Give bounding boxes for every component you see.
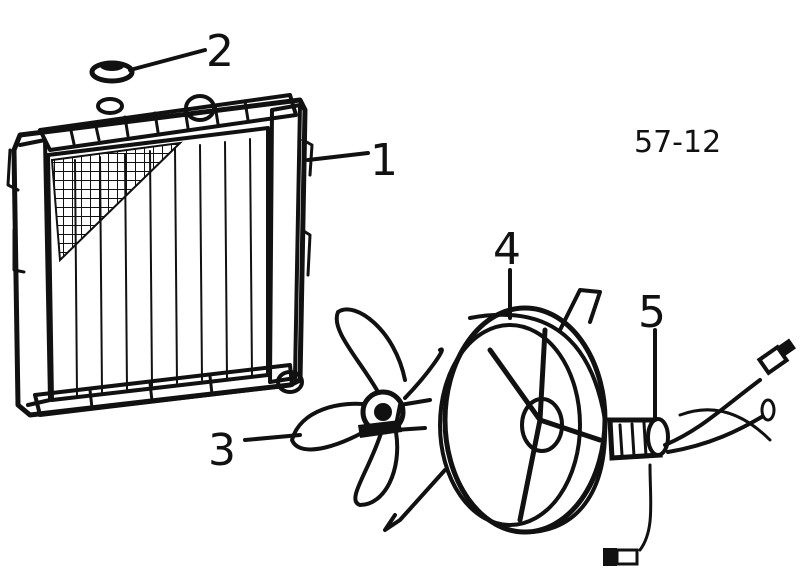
callout-3: 3	[208, 425, 236, 476]
reference-code: 57-12	[634, 125, 721, 160]
radiator	[6, 93, 314, 418]
radiator-cap	[89, 60, 135, 84]
callout-5: 5	[638, 287, 666, 338]
leader-lines	[128, 48, 657, 442]
callout-2: 2	[206, 26, 234, 77]
fan-motor	[603, 338, 796, 566]
leader-line-2	[128, 48, 207, 72]
leader-line-3	[243, 433, 302, 442]
fan-blade	[290, 307, 444, 507]
callout-1: 1	[370, 135, 398, 186]
leader-line-1	[306, 151, 370, 162]
fan-shroud	[383, 288, 608, 535]
callout-4: 4	[493, 224, 521, 275]
